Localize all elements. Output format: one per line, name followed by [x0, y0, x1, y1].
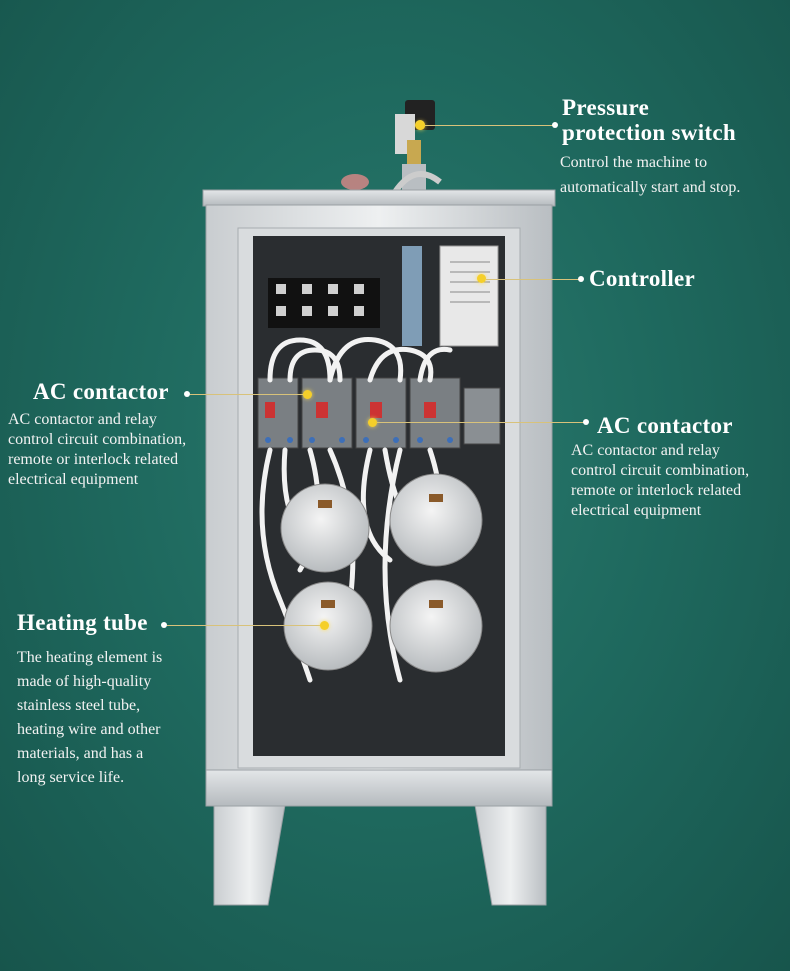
pressure-switch-title-line1: Pressure: [562, 95, 650, 120]
ac-contactor-left-title: AC contactor: [33, 379, 169, 404]
ac-contactor-right-title: AC contactor: [597, 413, 733, 438]
heating-tube-desc-line1: The heating element is: [17, 649, 163, 666]
heating-tube-desc-line4: heating wire and other: [17, 721, 161, 738]
ac-contactor-left-desc-line3: remote or interlock related: [8, 451, 179, 468]
heating-tube-desc-line2: made of high-quality: [17, 673, 152, 690]
heating-tube-desc-line5: materials, and has a: [17, 745, 144, 762]
ac-contactor-left-desc-line2: control circuit combination,: [8, 431, 187, 448]
pressure-switch-title-line2: protection switch: [562, 120, 736, 145]
controller-leader: [486, 279, 580, 280]
ac-contactor-right-leader: [377, 422, 585, 423]
ac-contactor-left-leader: [190, 394, 305, 395]
heating-tube-title: Heating tube: [17, 610, 148, 635]
controller-marker: [477, 274, 486, 283]
ac-contactor-right-desc-line4: electrical equipment: [571, 502, 702, 519]
contactor-row: [257, 377, 501, 449]
heating-tube-desc-line3: stainless steel tube,: [17, 697, 141, 714]
controller-unit: [402, 245, 499, 347]
pressure-switch-marker: [416, 121, 425, 130]
ac-contactor-right-marker: [368, 418, 377, 427]
pressure-switch-leader: [425, 125, 555, 126]
ac-contactor-left-leader-start: [184, 391, 190, 397]
heating-tube-marker: [320, 621, 329, 630]
controller-title: Controller: [589, 266, 696, 291]
ac-contactor-left-marker: [303, 390, 312, 399]
controller-leader-end: [578, 276, 584, 282]
ac-contactor-left-desc-line1: AC contactor and relay: [8, 411, 157, 428]
pressure-switch: [341, 100, 442, 194]
terminal-block: [268, 278, 380, 328]
heating-tube-desc-line6: long service life.: [17, 769, 125, 786]
ac-contactor-right-desc-line2: control circuit combination,: [571, 462, 750, 479]
pressure-switch-desc-line1: Control the machine to: [560, 154, 708, 171]
heating-tube-leader-start: [161, 622, 167, 628]
pressure-switch-desc-line2: automatically start and stop.: [560, 179, 741, 196]
ac-contactor-right-desc-line3: remote or interlock related: [571, 482, 742, 499]
ac-contactor-right-leader-end: [583, 419, 589, 425]
ac-contactor-right-desc-line1: AC contactor and relay: [571, 442, 720, 459]
ac-contactor-left-desc-line4: electrical equipment: [8, 471, 139, 488]
pressure-switch-leader-end: [552, 122, 558, 128]
heating-tube-leader: [167, 625, 322, 626]
